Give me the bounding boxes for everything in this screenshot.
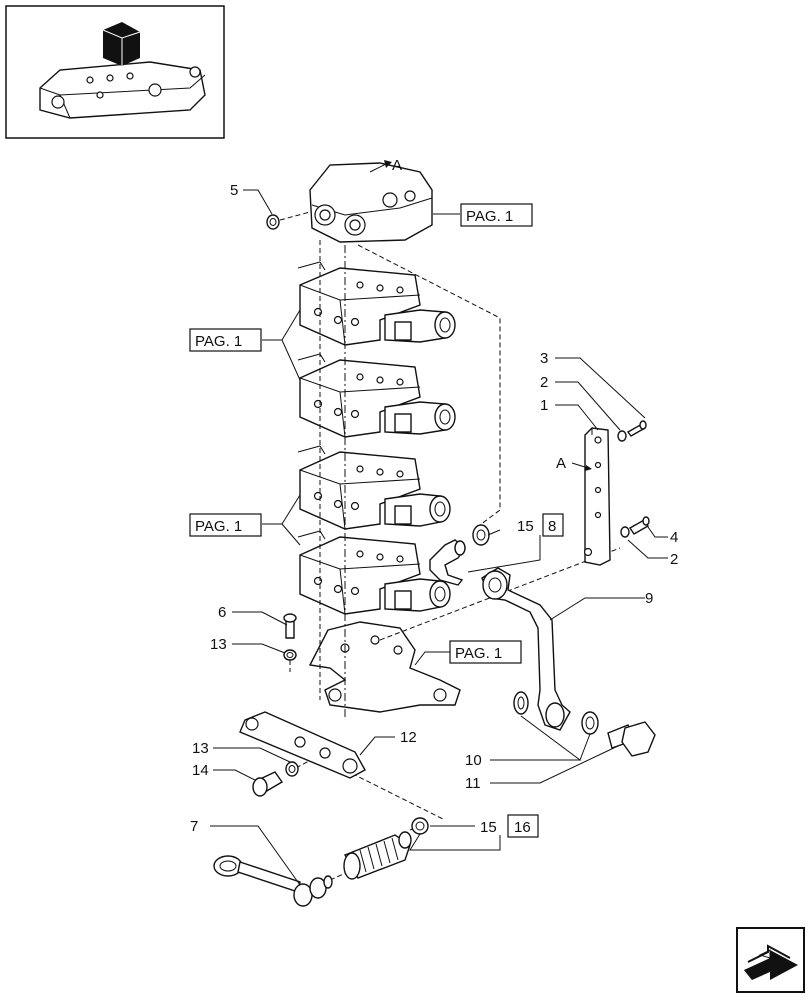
- valve-section-4: [297, 530, 451, 615]
- valve-section-1: [297, 261, 456, 346]
- callout-11: 11: [465, 775, 481, 792]
- next-page-arrow-icon[interactable]: [736, 927, 805, 993]
- bottom-end-cover: [308, 621, 461, 713]
- page-ref-label[interactable]: PAG. 1: [455, 645, 502, 662]
- page-ref-label[interactable]: PAG. 1: [466, 208, 513, 225]
- callout-1: 1: [540, 397, 548, 414]
- page-ref-box[interactable]: [189, 328, 262, 352]
- box-ref-8[interactable]: [542, 513, 564, 537]
- callout-2-lower: 2: [670, 551, 678, 568]
- valve-section-2: [297, 353, 456, 438]
- banjo-bolt-11: [607, 721, 656, 757]
- callout-15-upper: 15: [517, 518, 534, 535]
- top-cover-block: [309, 162, 433, 243]
- bracket-part-1: [583, 427, 611, 566]
- callout-13-lower: 13: [192, 740, 209, 757]
- lever-link-12: [239, 711, 366, 779]
- box-ref-8-label[interactable]: 8: [548, 518, 556, 535]
- page-ref-label[interactable]: PAG. 1: [195, 518, 242, 535]
- callout-12: 12: [400, 729, 417, 746]
- callout-14: 14: [192, 762, 209, 779]
- callout-15-lower: 15: [480, 819, 497, 836]
- valve-section-3: [297, 445, 451, 530]
- callout-6: 6: [218, 604, 226, 621]
- pipe-part-9: [481, 567, 571, 731]
- page-ref-box[interactable]: [449, 640, 522, 664]
- callout-13-upper: 13: [210, 636, 227, 653]
- box-ref-16-label[interactable]: 16: [514, 819, 531, 836]
- page-ref-label[interactable]: PAG. 1: [195, 333, 242, 350]
- view-marker-a-bracket: A: [556, 455, 566, 472]
- callout-10: 10: [465, 752, 482, 769]
- box-ref-16[interactable]: [507, 814, 539, 838]
- control-rod-7: [213, 855, 333, 907]
- page-ref-box[interactable]: [189, 513, 262, 537]
- view-marker-a-top: A: [392, 157, 402, 174]
- callout-4: 4: [670, 529, 678, 546]
- callout-5: 5: [230, 182, 238, 199]
- assembly-thumbnail-icon[interactable]: [5, 5, 225, 139]
- spring-boot: [343, 831, 412, 880]
- page-ref-box[interactable]: [460, 203, 533, 227]
- callout-9: 9: [645, 590, 653, 607]
- callout-2-upper: 2: [540, 374, 548, 391]
- callout-3: 3: [540, 350, 548, 367]
- callout-7: 7: [190, 818, 198, 835]
